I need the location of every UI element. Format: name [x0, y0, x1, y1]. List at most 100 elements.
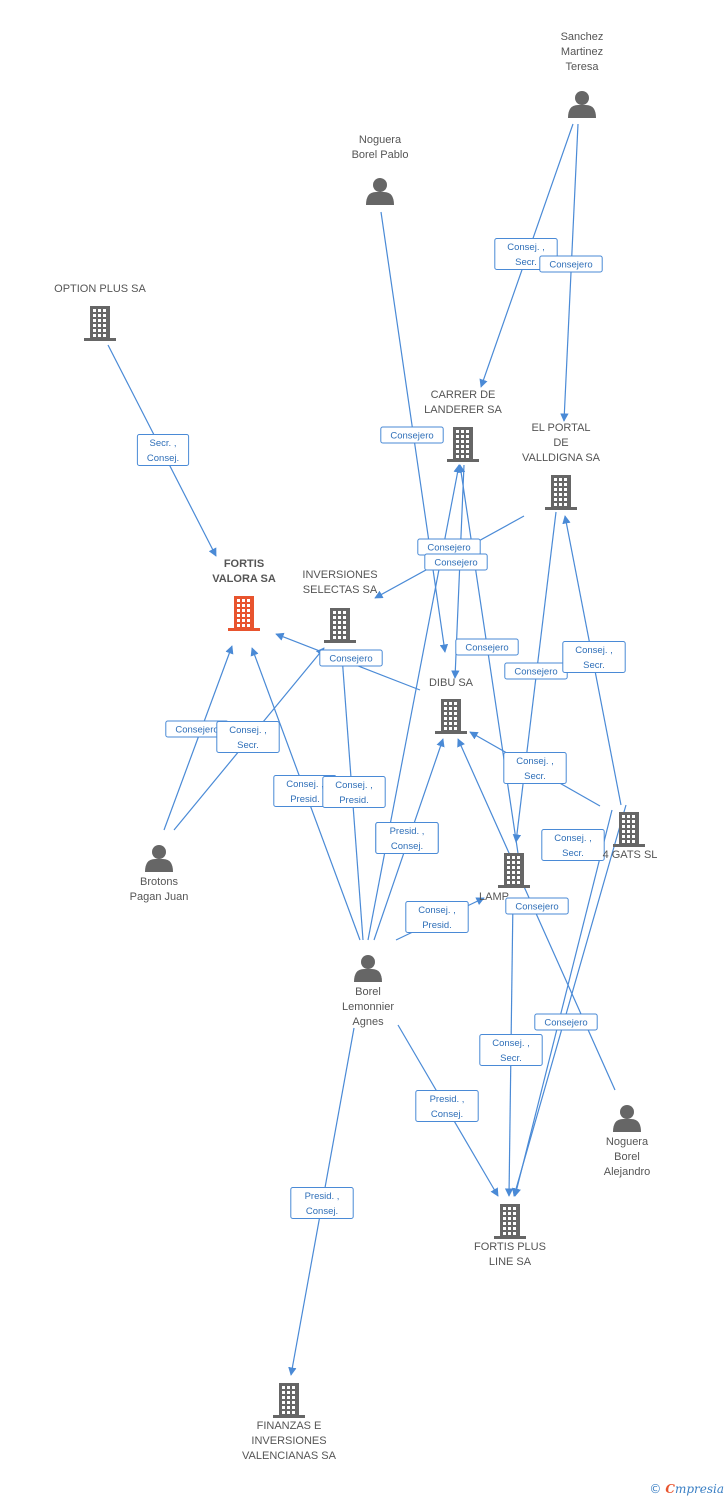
- edge-label-text: Consej. ,: [418, 905, 456, 916]
- node-label: VALLDIGNA SA: [522, 452, 601, 464]
- edge-label[interactable]: Consejero: [505, 897, 569, 915]
- company-node-dibu[interactable]: DIBU SA: [429, 677, 474, 734]
- node-label: OPTION PLUS SA: [54, 283, 146, 295]
- node-label: LANDERER SA: [424, 404, 502, 416]
- edge-label[interactable]: Consejero: [539, 255, 603, 273]
- edge-label[interactable]: Consej. ,Secr.: [562, 641, 626, 673]
- company-node-lamp[interactable]: LAMP: [479, 853, 530, 903]
- edge-label-text: Presid.: [339, 795, 369, 806]
- edge-gats-to-fortis_plus_line: [512, 809, 613, 1197]
- edge-label[interactable]: Consej. ,Presid.: [273, 775, 337, 807]
- edge-label[interactable]: Consej. ,Presid.: [322, 776, 386, 808]
- edge-label[interactable]: Consejero: [424, 553, 488, 571]
- edge-gats-to-fortis_plus_line: [512, 804, 627, 1197]
- edge-label[interactable]: Consejero: [534, 1013, 598, 1031]
- node-label: LINE SA: [489, 1256, 532, 1268]
- edge-label-text: Consej. ,: [229, 725, 267, 736]
- edge-label-text: Consejero: [175, 725, 218, 736]
- node-label: Teresa: [565, 61, 599, 73]
- edge-label-text: Secr.: [562, 848, 584, 859]
- edge-label[interactable]: Presid. ,Consej.: [290, 1187, 354, 1219]
- edge-label[interactable]: Presid. ,Consej.: [415, 1090, 479, 1122]
- edge-label-box: [380, 426, 444, 444]
- edge-label-text: Consej.: [306, 1206, 338, 1217]
- edge-label[interactable]: Consejero: [380, 426, 444, 444]
- building-icon: [494, 1204, 526, 1239]
- edge-label[interactable]: Consej. , Presid.: [405, 901, 469, 933]
- edge-label-text: Consejero: [434, 558, 477, 569]
- node-label: VALENCIANAS SA: [242, 1450, 337, 1462]
- node-label: 4 GATS SL: [603, 849, 658, 861]
- empresia-logo: ©Cmpresia: [649, 1482, 724, 1496]
- node-label: EL PORTAL: [531, 422, 590, 434]
- company-node-el_portal[interactable]: EL PORTAL DE VALLDIGNA SA: [522, 422, 601, 510]
- edge-label-text: Presid.: [422, 920, 452, 931]
- edge-label-text: Consej. ,: [554, 833, 592, 844]
- person-icon: [568, 91, 596, 118]
- person-icon: [145, 845, 173, 872]
- edge-label[interactable]: Consej. , Secr.: [541, 829, 605, 861]
- building-icon: [447, 427, 479, 462]
- node-label: Alejandro: [604, 1166, 650, 1178]
- company-node-option_plus[interactable]: OPTION PLUS SA: [54, 283, 147, 341]
- edge-label[interactable]: Consejero: [455, 638, 519, 656]
- edge-label[interactable]: Presid. ,Consej.: [375, 822, 439, 854]
- edge-label[interactable]: Consej. ,Secr.: [479, 1034, 543, 1066]
- edge-label-text: Secr.: [515, 257, 537, 268]
- edge-label-box: [290, 1187, 354, 1219]
- edge-label[interactable]: Consejero: [319, 649, 383, 667]
- edge-label-box: [541, 829, 605, 861]
- edge-label-text: Consejero: [544, 1018, 587, 1029]
- edge-label-box: [503, 752, 567, 784]
- edge-label[interactable]: Consej. ,Secr.: [216, 721, 280, 753]
- edge-label[interactable]: Consejero: [504, 662, 568, 680]
- node-label: FORTIS PLUS: [474, 1241, 546, 1253]
- copyright-symbol: ©: [649, 1482, 662, 1496]
- building-icon: [273, 1383, 305, 1418]
- edge-label-box: [534, 1013, 598, 1031]
- edge-label-box: [216, 721, 280, 753]
- edge-label-text: Secr.: [500, 1053, 522, 1064]
- edge-label-box: [505, 897, 569, 915]
- edge-label-box: [455, 638, 519, 656]
- node-label: DE: [553, 437, 568, 449]
- node-label: Pagan Juan: [130, 891, 189, 903]
- edge-label-box: [539, 255, 603, 273]
- building-icon: [498, 853, 530, 888]
- company-node-fortis_plus_line[interactable]: FORTIS PLUS LINE SA: [474, 1204, 546, 1268]
- edge-label-box: [319, 649, 383, 667]
- node-label: Lemonnier: [342, 1001, 394, 1013]
- edges-layer: [107, 123, 627, 1376]
- edge-label[interactable]: Consejero: [417, 538, 481, 556]
- edge-label-box: [562, 641, 626, 673]
- node-label: Martinez: [561, 46, 603, 58]
- edge-label-box: [136, 434, 190, 466]
- edge-label[interactable]: Consej. ,Secr.: [503, 752, 567, 784]
- node-label: Borel Pablo: [352, 149, 409, 161]
- edge-label-text: Consejero: [514, 667, 557, 678]
- node-label: INVERSIONES: [251, 1435, 326, 1447]
- edge-label[interactable]: Secr. ,Consej.: [136, 434, 190, 466]
- edge-label-text: Consej.: [147, 453, 179, 464]
- person-icon: [354, 955, 382, 982]
- edge-label-box: [405, 901, 469, 933]
- node-label: Sanchez: [561, 31, 604, 43]
- company-node-inversiones_selectas[interactable]: INVERSIONES SELECTAS SA: [302, 569, 378, 643]
- node-label: INVERSIONES: [302, 569, 377, 581]
- edge-label-box: [415, 1090, 479, 1122]
- edge-label-text: Consejero: [427, 543, 470, 554]
- company-node-gats[interactable]: 4 GATS SL: [603, 812, 658, 861]
- edge-lamp-to-carrer_landerer: [456, 464, 520, 861]
- node-label: SELECTAS SA: [303, 584, 378, 596]
- building-icon: [228, 596, 260, 631]
